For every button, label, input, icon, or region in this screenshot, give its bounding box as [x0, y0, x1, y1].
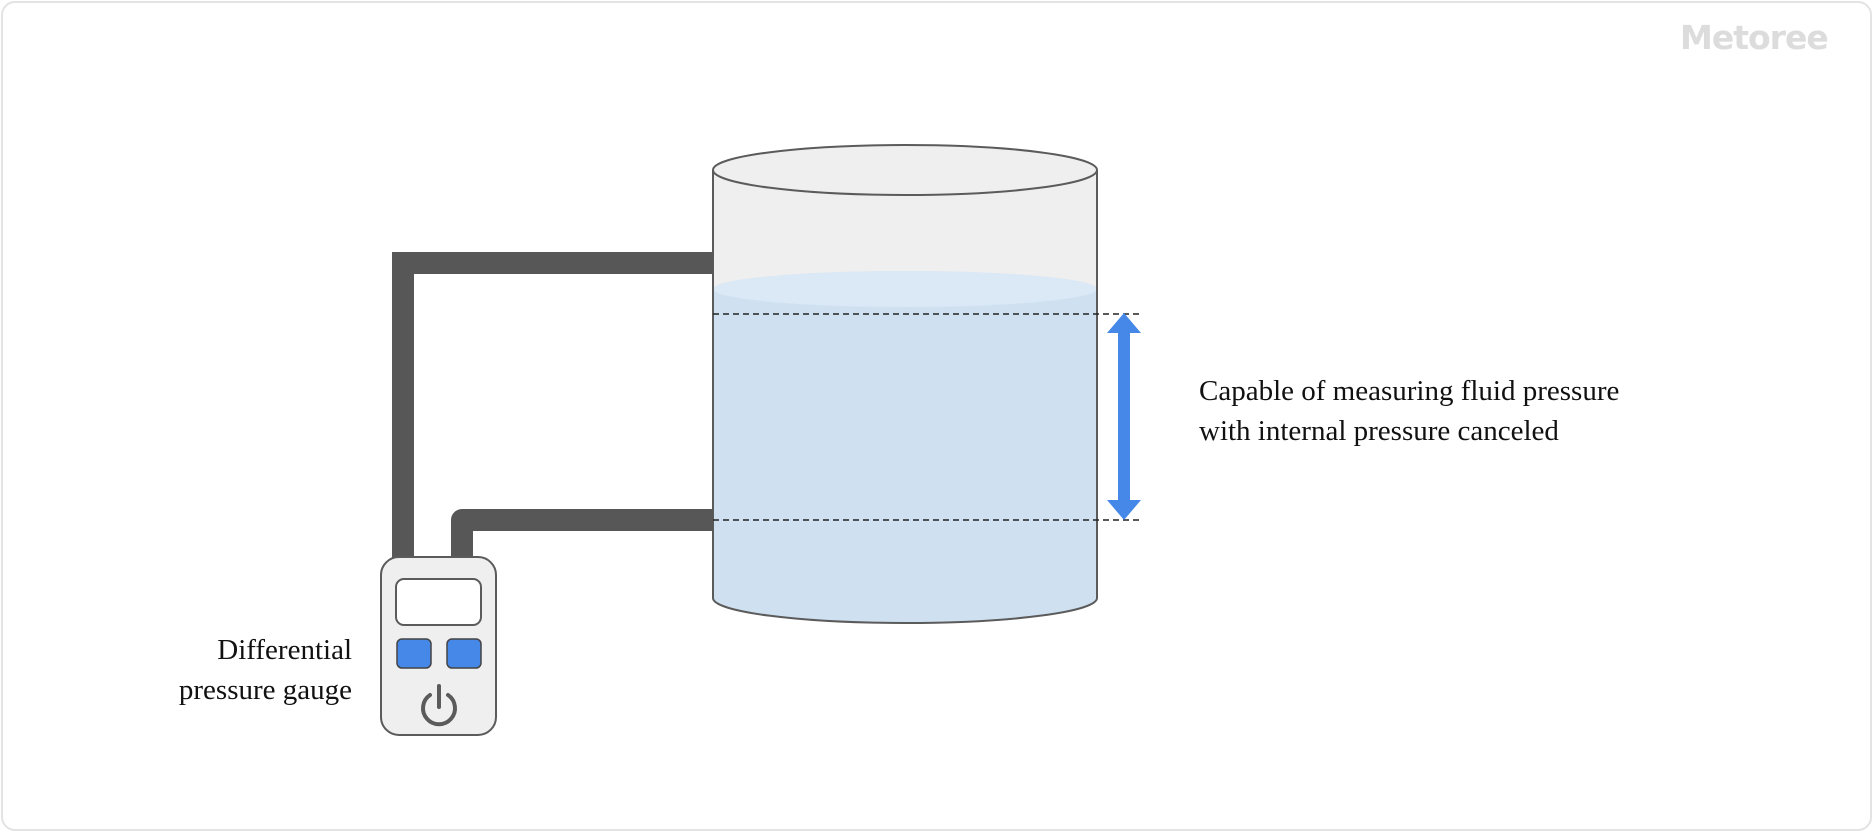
pressure-label-line-2: with internal pressure canceled	[1199, 415, 1559, 447]
pressure-measurement-label: Capable of measuring fluid pressure with…	[1199, 371, 1759, 451]
tank-top	[712, 144, 1098, 196]
fluid-body	[713, 271, 1097, 623]
metoree-watermark: Metoree	[1680, 18, 1829, 57]
gauge-display	[395, 578, 482, 626]
fluid-surface	[713, 271, 1097, 307]
measurement-guides	[713, 313, 1143, 521]
gauge-button-left	[396, 638, 432, 669]
arrow-shaft	[1118, 330, 1130, 506]
power-icon	[421, 684, 457, 727]
differential-pressure-gauge	[380, 556, 497, 736]
tank	[712, 144, 1098, 624]
gauge-label-line-1: Differential	[217, 634, 352, 666]
arrow-head-up	[1107, 313, 1141, 333]
pressure-range-arrow	[1107, 313, 1141, 520]
tank-outline	[712, 170, 1098, 624]
gauge-label-line-2: pressure gauge	[178, 674, 352, 706]
gauge-button-right	[446, 638, 482, 669]
arrow-head-down	[1107, 500, 1141, 520]
upper-pipe	[392, 252, 713, 562]
lower-pipe	[451, 509, 713, 562]
pressure-label-line-1: Capable of measuring fluid pressure	[1199, 375, 1620, 407]
pipes	[392, 252, 713, 562]
gauge-label: Differential pressure gauge	[100, 630, 352, 710]
